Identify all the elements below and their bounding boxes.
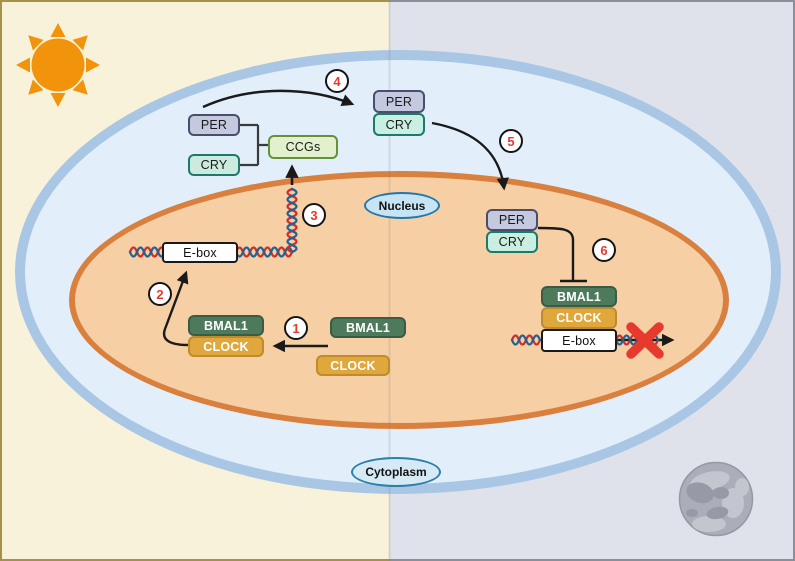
arrow-step-5 [431,121,509,191]
sun-icon [16,23,100,107]
bmal1-box-repressed: BMAL1 [541,286,617,307]
step-circle-1: 1 [284,316,308,340]
arrow-step-4 [202,89,355,109]
cry-box-nucleus: CRY [486,231,538,253]
inhibition-step-6 [537,226,587,283]
step-circle-4: 4 [325,69,349,93]
step-circle-2: 2 [148,282,172,306]
cytoplasm-label: Cytoplasm [351,457,441,487]
bmal1-box-free: BMAL1 [330,317,406,338]
clock-box-dimer: CLOCK [188,336,264,357]
ccgs-box: CCGs [268,135,338,159]
red-x-icon [626,322,664,359]
nucleus-label: Nucleus [364,192,440,219]
per-cry-to-ccgs-bracket [240,123,268,167]
moon-icon [678,461,754,537]
cry-box-cytoplasm: CRY [188,154,240,176]
per-box-nucleus: PER [486,209,538,231]
bmal1-box-dimer: BMAL1 [188,315,264,336]
ebox-left: E-box [162,242,238,263]
step-circle-6: 6 [592,238,616,262]
per-box-cytoplasm: PER [188,114,240,136]
step-circle-3: 3 [302,203,326,227]
cry-box-complex-cytoplasm: CRY [373,113,425,136]
ebox-right: E-box [541,329,617,352]
arrow-step-2 [162,270,189,347]
per-box-complex-cytoplasm: PER [373,90,425,113]
clock-box-free: CLOCK [316,355,390,376]
step-circle-5: 5 [499,129,523,153]
clock-box-repressed: CLOCK [541,307,617,329]
